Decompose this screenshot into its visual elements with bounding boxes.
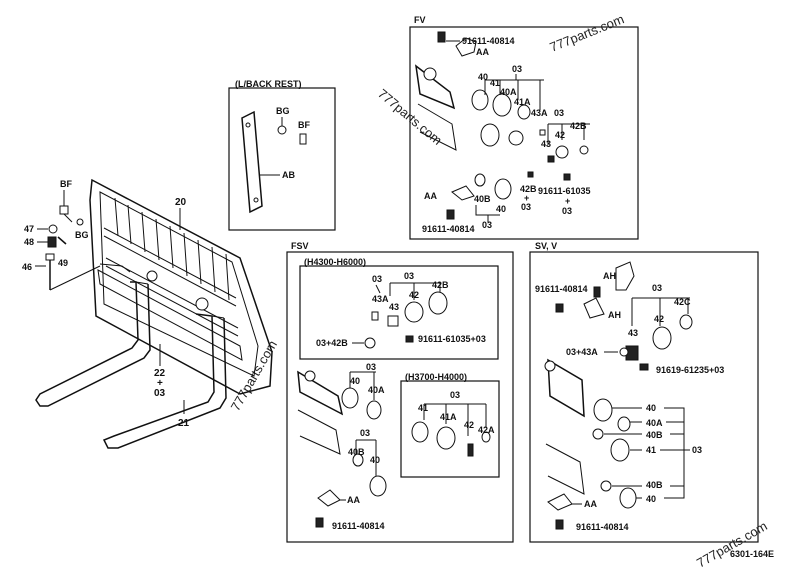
fsv-parts — [297, 291, 491, 528]
sv-label-91611-40814-bottom: 91611-40814 — [576, 522, 629, 532]
fsv-sub2-label-41a: 41A — [440, 412, 457, 422]
sv-label-aa: AA — [584, 499, 597, 509]
label-20: 20 — [175, 197, 187, 208]
fv-label-40a: 40A — [500, 87, 517, 97]
fv-label-40: 40 — [478, 72, 488, 82]
fv-label-43a: 43A — [531, 108, 548, 118]
fsv-label-43a: 43A — [372, 294, 389, 304]
fsv-label-43: 43 — [389, 302, 399, 312]
fv-label-61035-plus: + — [565, 196, 570, 206]
fv-label-42b-top: 42B — [570, 121, 587, 131]
fsv-label-aa: AA — [347, 495, 360, 505]
label-47: 47 — [24, 224, 34, 234]
sv-label-03-b: 03 — [692, 445, 702, 455]
sv-label-42c: 42C — [674, 297, 691, 307]
fv-label-42: 42 — [555, 130, 565, 140]
sv-label-03-a: 03 — [652, 283, 662, 293]
sv-label-ah-top: AH — [603, 271, 616, 281]
sv-label-40b-a: 40B — [646, 430, 663, 440]
fv-label-aa-top: AA — [476, 47, 489, 57]
fv-label-41: 41 — [490, 78, 500, 88]
fsv-sub2-label-03: 03 — [450, 390, 460, 400]
sv-frame — [529, 251, 759, 543]
sv-label-91611-40814-top: 91611-40814 — [535, 284, 588, 294]
sv-label-41: 41 — [646, 445, 656, 455]
fv-label-43: 43 — [541, 139, 551, 149]
fv-label-61035-03: 03 — [562, 206, 572, 216]
label-bg-lbr: BG — [276, 106, 290, 116]
label-48: 48 — [24, 237, 34, 247]
fv-label-42b-03: 03 — [521, 202, 531, 212]
fsv-sub2-label-41: 41 — [418, 403, 428, 413]
label-22-03: 03 — [154, 388, 166, 399]
fsv-label-40-bottom: 40 — [370, 455, 380, 465]
sv-label-ah: AH — [608, 310, 621, 320]
lbr-title: (L/BACK REST) — [235, 79, 302, 89]
watermark-1: 777parts.com — [548, 11, 627, 54]
sv-label-91619-61235-03: 91619-61235+03 — [656, 365, 724, 375]
fsv-sub2-frame — [400, 380, 500, 478]
label-22-plus: + — [157, 378, 163, 389]
fv-frame — [409, 26, 639, 240]
label-46: 46 — [22, 262, 32, 272]
fsv-sub2-title: (H3700-H4000) — [405, 372, 467, 382]
fsv-sub2-label-42a: 42A — [478, 425, 495, 435]
fv-label-03-b: 03 — [554, 108, 564, 118]
watermark-4: 777parts.com — [694, 518, 770, 570]
sv-title: SV, V — [535, 241, 557, 251]
label-bg-left: BG — [75, 230, 89, 240]
fv-label-91611-40814-bottom: 91611-40814 — [422, 224, 475, 234]
fsv-title: FSV — [291, 241, 309, 251]
fv-label-42b: 42B — [520, 184, 537, 194]
sv-label-40a: 40A — [646, 418, 663, 428]
label-21: 21 — [178, 418, 190, 429]
fsv-label-03-42b: 03+42B — [316, 338, 348, 348]
sv-label-43: 43 — [628, 328, 638, 338]
label-ab: AB — [282, 170, 295, 180]
fv-label-40b: 40B — [474, 194, 491, 204]
fv-label-41a: 41A — [514, 97, 531, 107]
fsv-label-40b: 40B — [348, 447, 365, 457]
lbr-frame — [228, 87, 336, 231]
stopper-pin-parts — [45, 205, 101, 291]
drawing-number: 6301-164E — [730, 549, 774, 559]
fsv-sub2-label-42: 42 — [464, 420, 474, 430]
sv-label-40-a: 40 — [646, 403, 656, 413]
fsv-label-40: 40 — [350, 376, 360, 386]
fv-label-42b-plus: + — [524, 193, 529, 203]
load-back-rest-parts — [241, 110, 307, 214]
label-49: 49 — [58, 258, 68, 268]
fsv-label-03-d: 03 — [360, 428, 370, 438]
fsv-frame — [286, 251, 514, 543]
fv-label-91611-40814-top: 91611-40814 — [462, 36, 515, 46]
fsv-sub1-title: (H4300-H6000) — [304, 257, 366, 267]
label-22: 22 — [154, 368, 166, 379]
fsv-label-42b: 42B — [432, 280, 449, 290]
fsv-label-42: 42 — [409, 290, 419, 300]
fv-label-aa-bottom: AA — [424, 191, 437, 201]
fsv-sub1-frame — [299, 265, 499, 360]
fsv-label-40a: 40A — [368, 385, 385, 395]
fv-label-03-c: 03 — [482, 220, 492, 230]
fv-label-40-bottom: 40 — [496, 204, 506, 214]
sv-label-03-43a: 03+43A — [566, 347, 598, 357]
sv-label-40b-b: 40B — [646, 480, 663, 490]
fv-parts — [414, 31, 589, 220]
fv-label-03-a: 03 — [512, 64, 522, 74]
label-bf-left: BF — [60, 179, 72, 189]
sv-parts — [544, 261, 693, 530]
fsv-label-91611-40814: 91611-40814 — [332, 521, 385, 531]
fsv-label-03-c: 03 — [366, 362, 376, 372]
fsv-label-91611-61035-03: 91611-61035+03 — [418, 334, 486, 344]
sv-label-42: 42 — [654, 314, 664, 324]
fv-label-91611-61035: 91611-61035 — [538, 186, 591, 196]
fsv-label-03-a: 03 — [372, 274, 382, 284]
fv-title: FV — [414, 15, 426, 25]
fork-carriage — [35, 178, 273, 449]
sv-label-40-b: 40 — [646, 494, 656, 504]
fsv-label-03-b: 03 — [404, 271, 414, 281]
label-bf-lbr: BF — [298, 120, 310, 130]
